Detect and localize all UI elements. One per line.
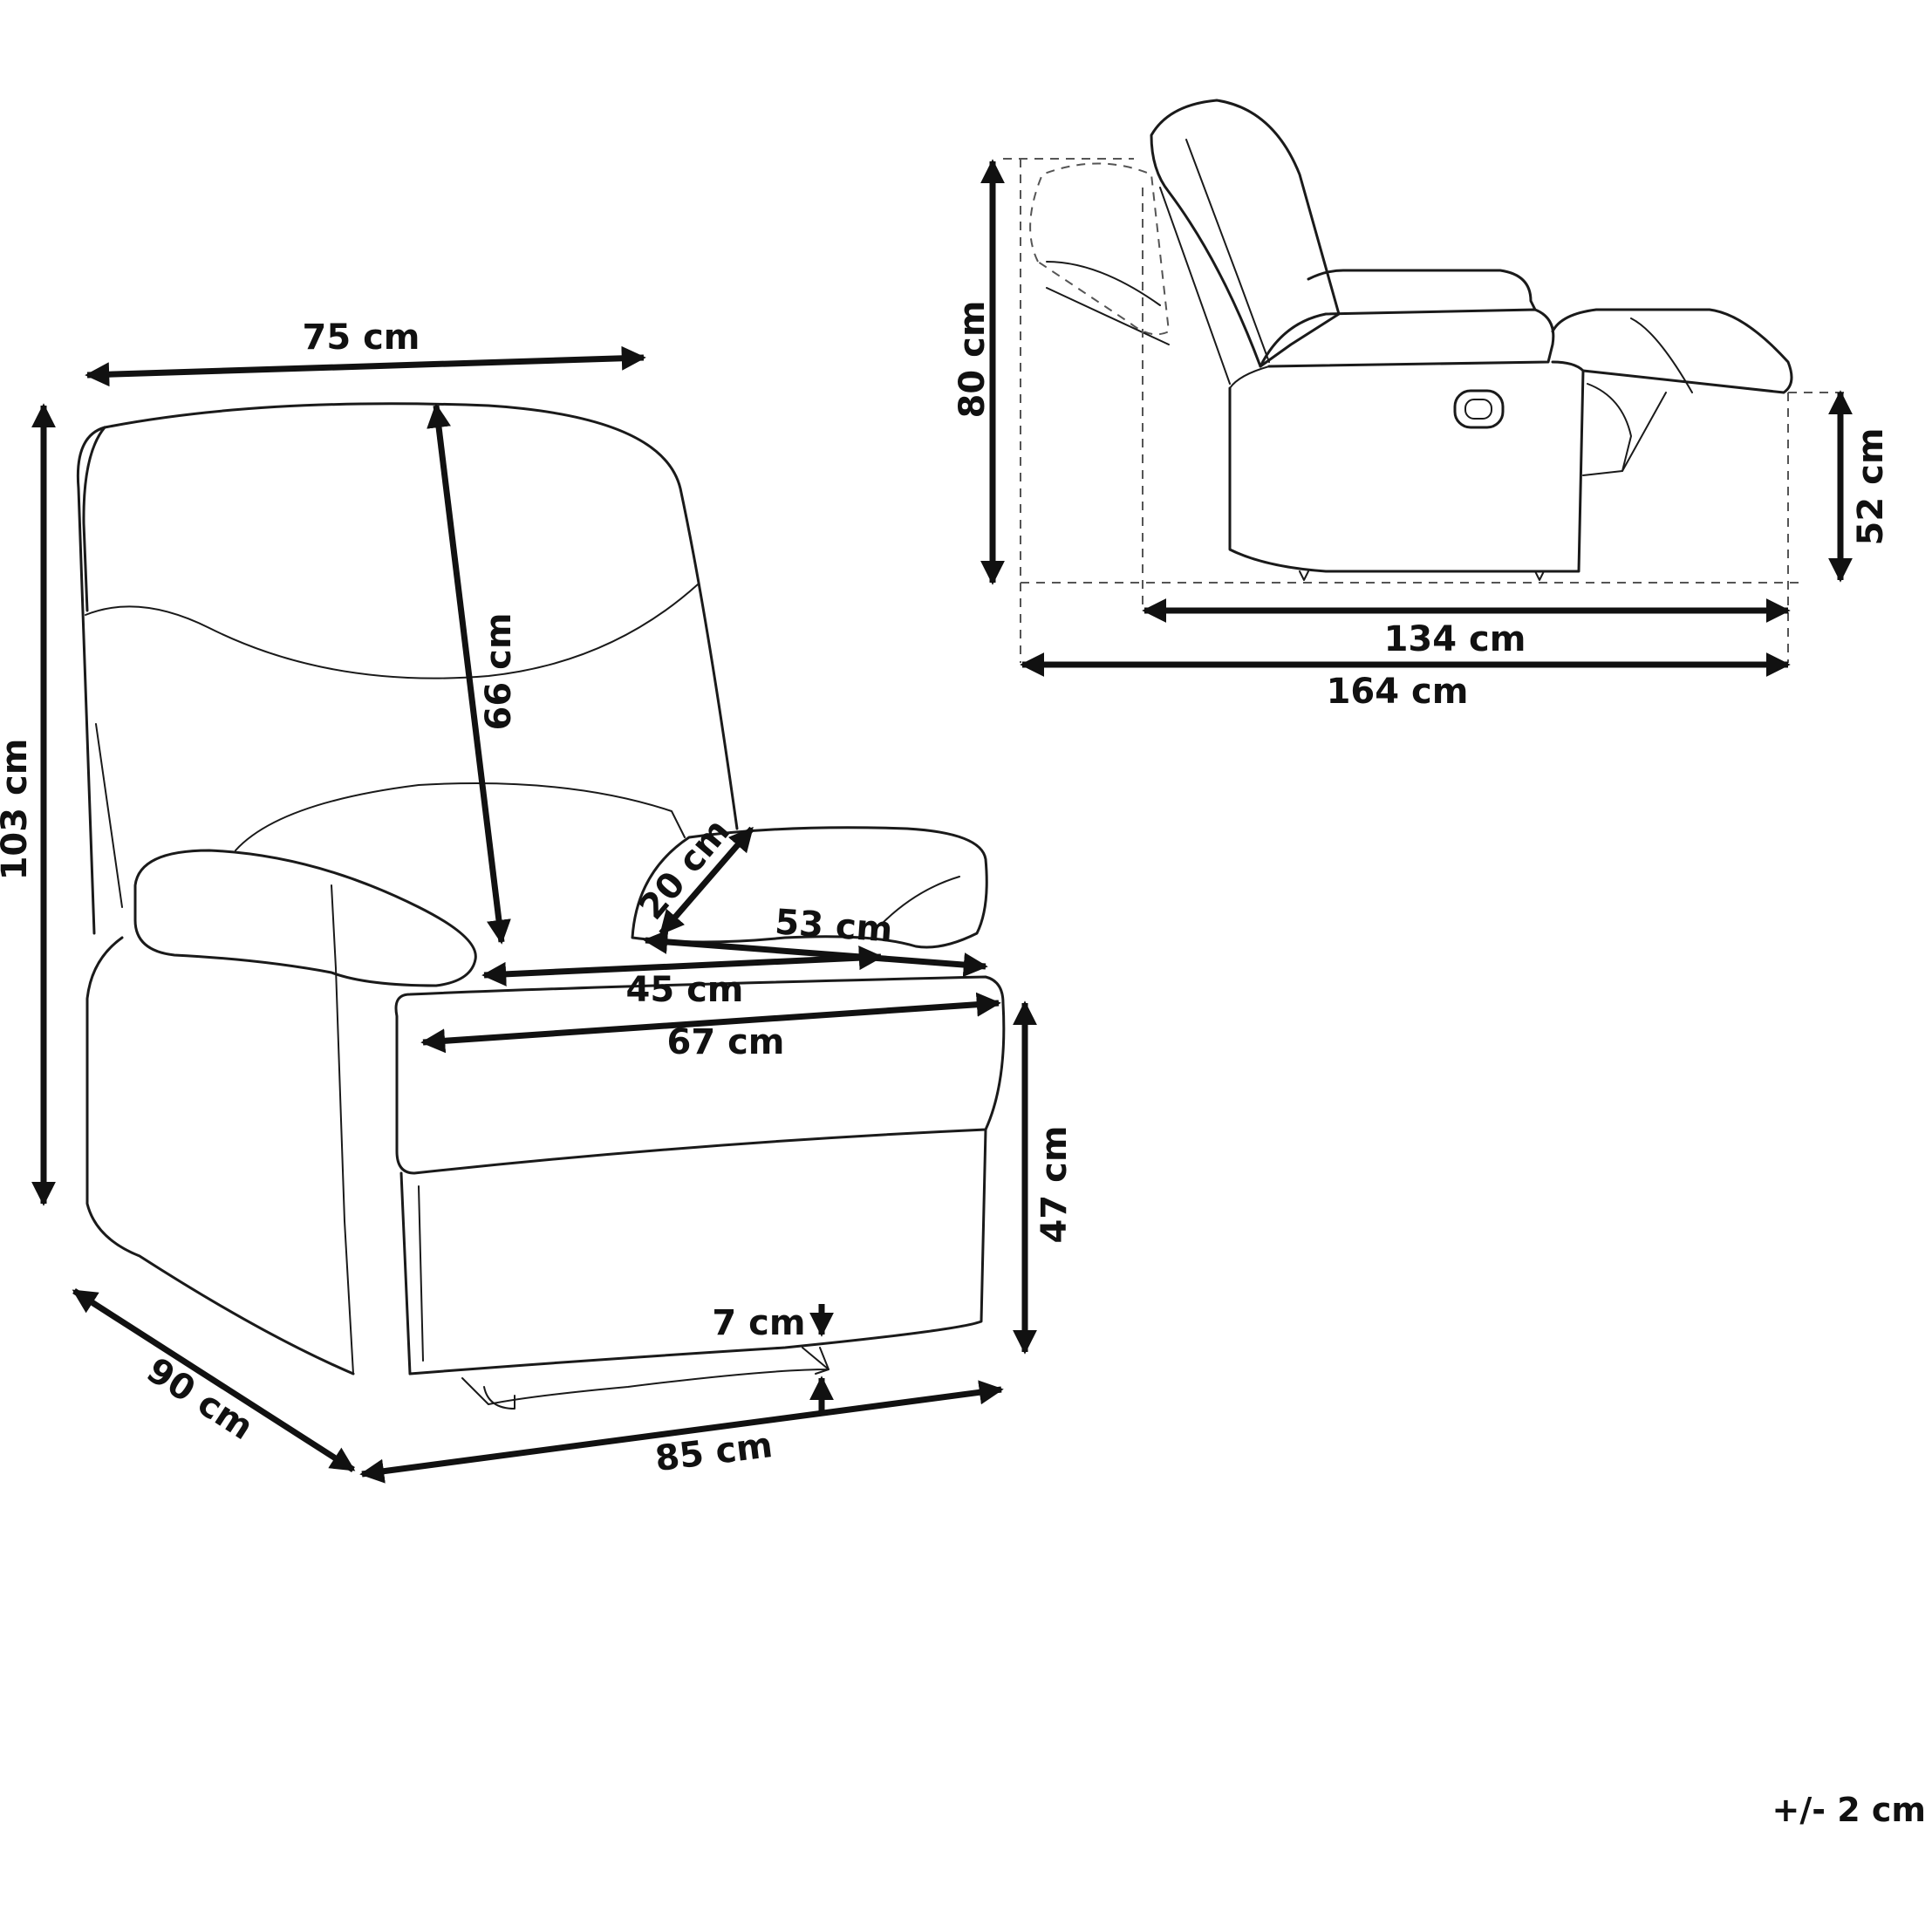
label-seat-height: 47 cm bbox=[1034, 1126, 1075, 1244]
label-ground-clearance: 7 cm bbox=[712, 1303, 805, 1343]
arrow-width-top bbox=[85, 345, 646, 387]
seat-front bbox=[394, 975, 1006, 1175]
label-seat-width: 45 cm bbox=[626, 970, 744, 1010]
front-chair-drawing bbox=[76, 402, 1006, 1410]
arrow-depth bbox=[72, 1288, 356, 1472]
label-reclined-depth: 134 cm bbox=[1384, 619, 1526, 659]
tolerance-note: +/- 2 cm bbox=[1772, 1791, 1926, 1829]
arrow-armrest-height bbox=[659, 826, 754, 936]
side-backrest bbox=[1150, 99, 1341, 368]
side-chair-drawing bbox=[1003, 99, 1849, 663]
front-panel bbox=[399, 1128, 987, 1376]
arrow-seat-front-width bbox=[420, 992, 1001, 1054]
label-side-height: 80 cm bbox=[952, 301, 993, 419]
seat-cushion-top bbox=[235, 782, 686, 851]
reclined-backrest-ghost bbox=[1029, 162, 1171, 336]
left-armrest bbox=[133, 849, 477, 987]
dimension-labels: 75 cm 103 cm 66 cm 20 cm 53 cm 45 cm 67 … bbox=[0, 301, 1926, 1829]
label-height-total: 103 cm bbox=[0, 739, 35, 881]
label-armrest-depth: 53 cm bbox=[774, 902, 894, 950]
extended-footrest bbox=[1551, 308, 1793, 394]
label-seat-front-width: 67 cm bbox=[667, 1022, 785, 1062]
side-body bbox=[1228, 360, 1585, 573]
label-footrest-height: 52 cm bbox=[1851, 428, 1891, 546]
left-body bbox=[85, 936, 355, 1376]
backrest-seam bbox=[85, 584, 699, 679]
arrow-backrest-height bbox=[427, 403, 511, 945]
label-width-top: 75 cm bbox=[303, 317, 420, 358]
dimension-arrows bbox=[31, 159, 1853, 1484]
recline-lever-icon bbox=[1453, 389, 1505, 429]
label-full-length: 164 cm bbox=[1327, 672, 1469, 712]
side-armrest bbox=[1307, 269, 1537, 311]
label-backrest-height: 66 cm bbox=[479, 613, 519, 731]
arrow-seat-width bbox=[481, 946, 884, 986]
arrow-width-base bbox=[359, 1380, 1004, 1484]
